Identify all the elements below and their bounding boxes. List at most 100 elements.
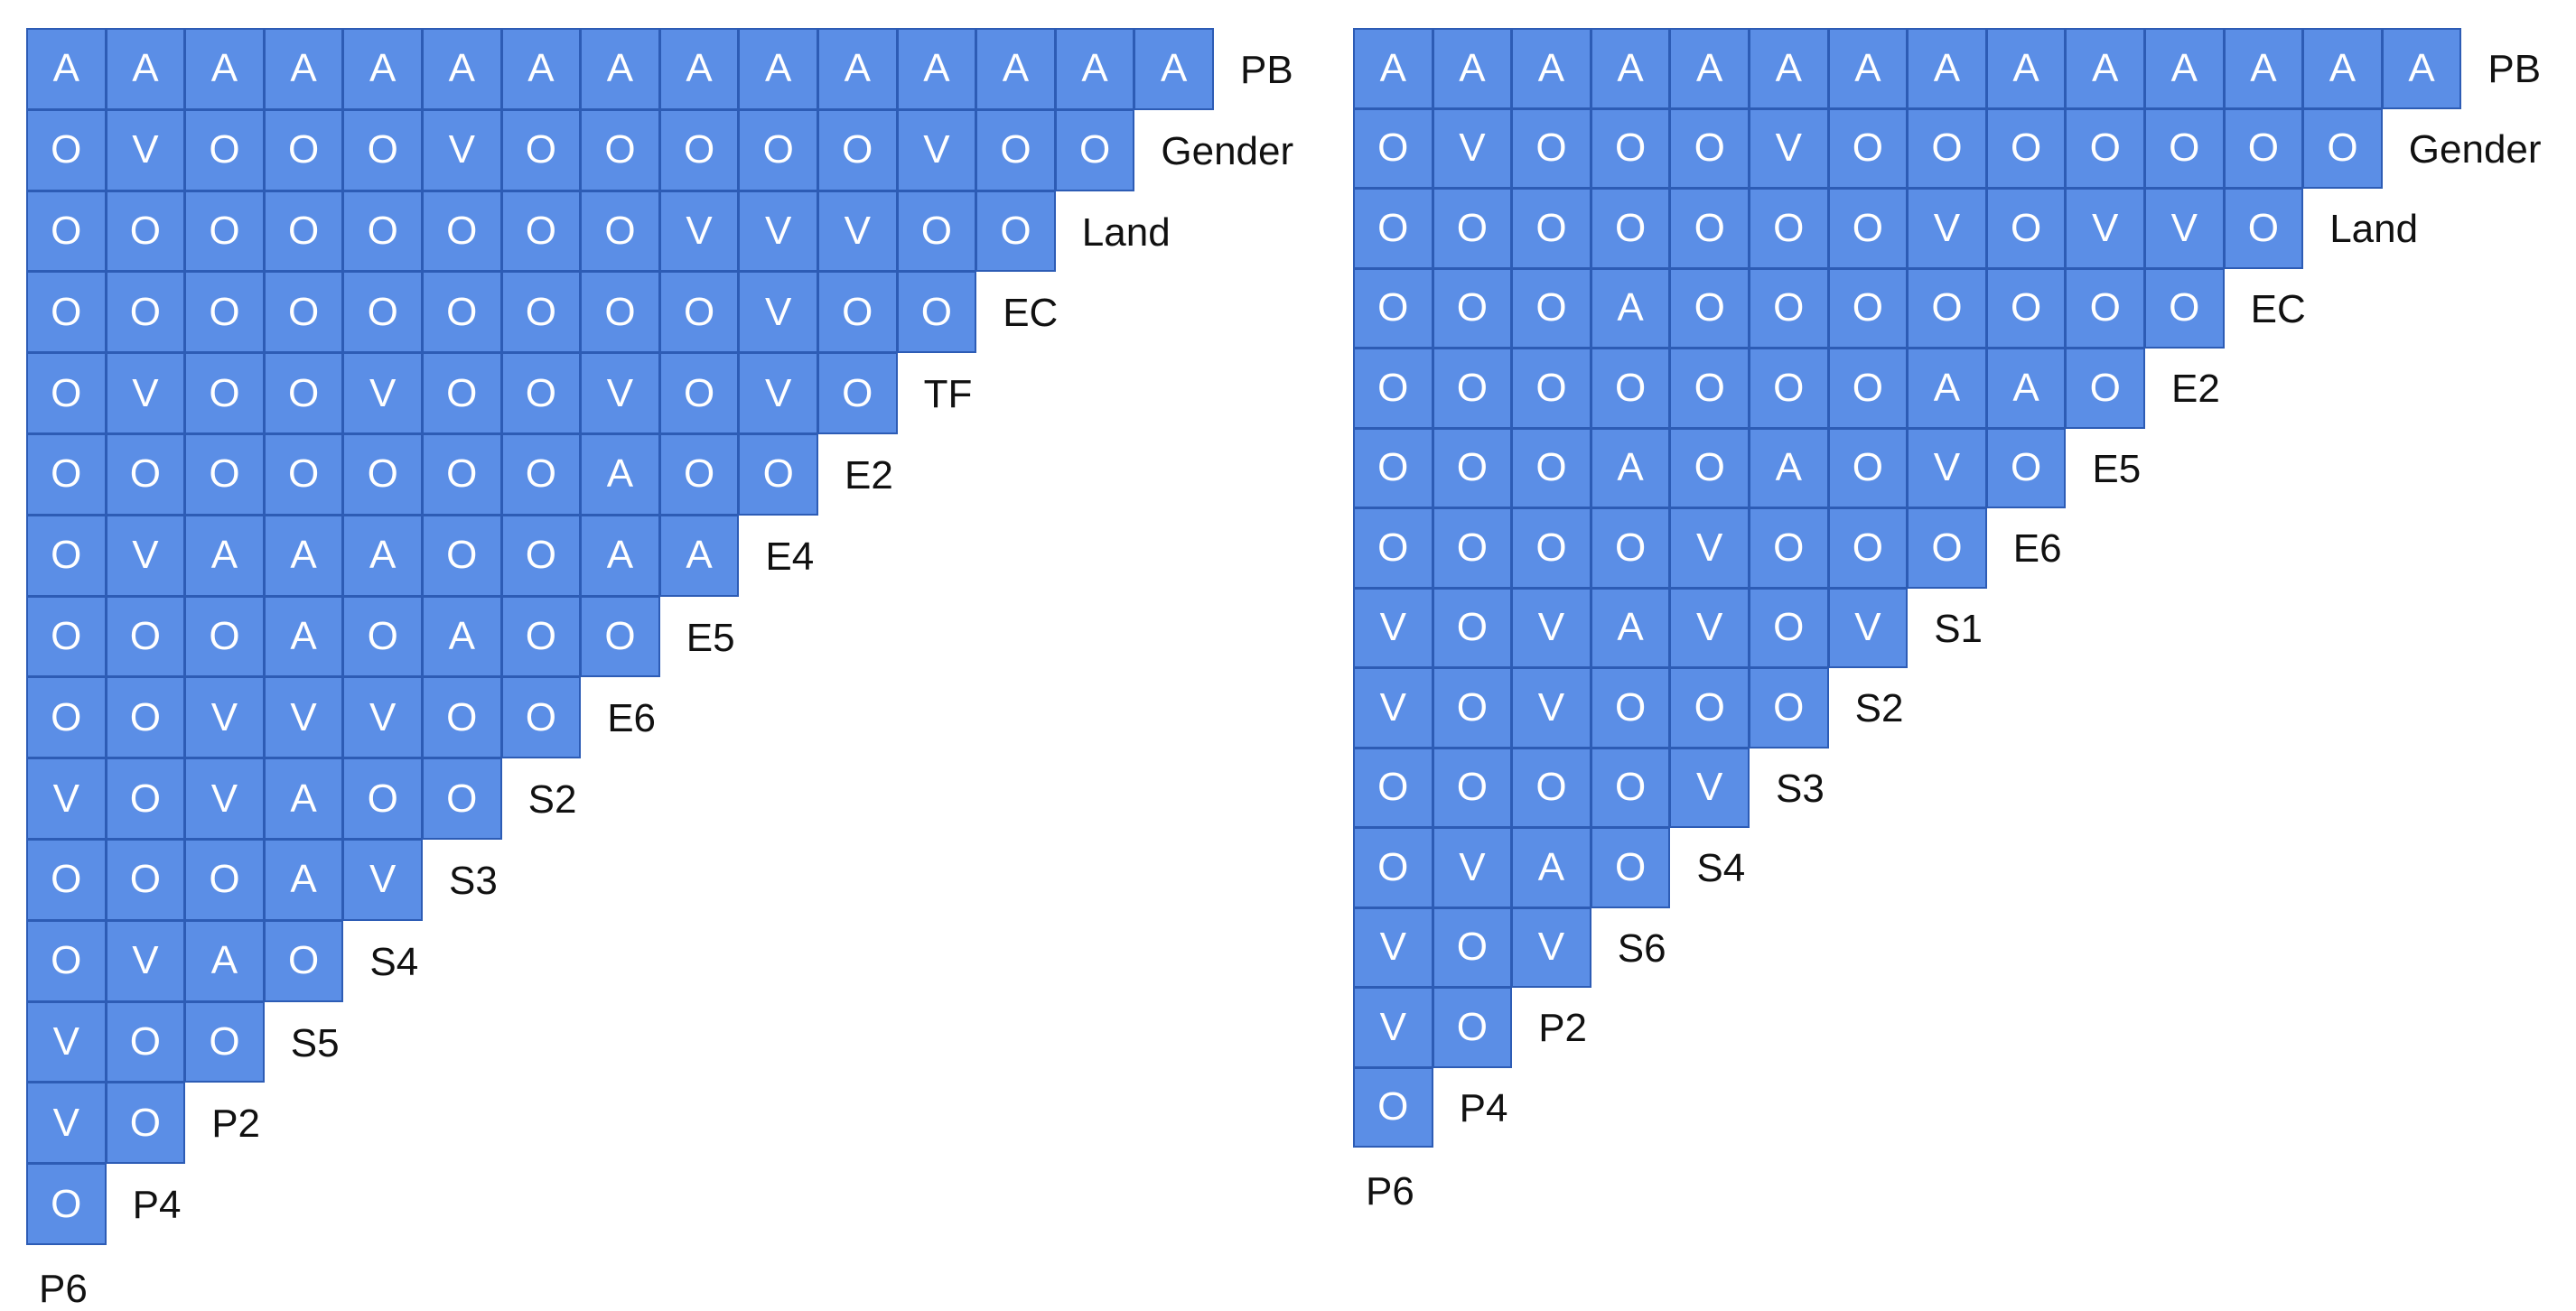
matrix-cell: O [817, 271, 898, 354]
row-label: E5 [686, 615, 735, 660]
matrix-cell: A [1134, 28, 1214, 110]
matrix-cell: A [263, 758, 344, 840]
matrix-cell: O [184, 433, 265, 516]
matrix-cell: A [422, 595, 502, 678]
matrix-cell: V [1907, 188, 1987, 269]
matrix-cell: O [422, 433, 502, 516]
row-label: Gender [1161, 128, 1294, 173]
matrix-cell: A [26, 28, 107, 110]
row-label: E6 [607, 696, 657, 741]
matrix-cell: O [2223, 107, 2304, 189]
matrix-cell: O [1590, 107, 1671, 189]
matrix-cell: O [1827, 267, 1909, 349]
matrix-cell: O [1985, 267, 2067, 349]
matrix-cell: O [500, 595, 582, 678]
matrix-cell: V [1907, 427, 1987, 508]
matrix-cell: O [26, 433, 107, 516]
matrix-cell: O [342, 108, 423, 191]
matrix-cell: O [1353, 267, 1433, 349]
matrix-cell: A [1590, 267, 1671, 349]
matrix-cell: A [1985, 28, 2067, 109]
matrix-cell: O [1432, 587, 1513, 668]
matrix-cell: O [1353, 1066, 1433, 1148]
matrix-cell: O [1432, 907, 1513, 988]
matrix-cell: A [184, 919, 265, 1002]
matrix-cell: O [1669, 188, 1750, 269]
matrix-cell: O [658, 352, 740, 434]
matrix-cell: O [580, 108, 660, 191]
matrix-cell: V [105, 352, 186, 434]
matrix-cell: O [1590, 827, 1671, 908]
row-label: P2 [1538, 1006, 1588, 1051]
matrix-cell: O [1432, 267, 1513, 349]
matrix-cell: O [263, 271, 344, 354]
matrix-cell: O [1511, 747, 1591, 828]
matrix-cell: V [738, 352, 818, 434]
matrix-cell: V [422, 108, 502, 191]
matrix-cell: O [1590, 747, 1671, 828]
row-label: Land [1081, 209, 1171, 255]
row-label: E6 [2012, 526, 2062, 572]
matrix-cell: O [263, 919, 344, 1002]
matrix-cell: O [184, 352, 265, 434]
matrix-cell: A [2065, 28, 2145, 109]
matrix-cell: O [1827, 427, 1909, 508]
row-label: P4 [1459, 1085, 1508, 1130]
matrix-cell: V [896, 108, 977, 191]
matrix-cell: O [1511, 507, 1591, 589]
row-label: S3 [1776, 766, 1825, 811]
matrix-cell: A [184, 514, 265, 597]
matrix-cell: O [658, 433, 740, 516]
matrix-cell: O [1749, 667, 1829, 748]
row-label: PB [2487, 47, 2542, 92]
matrix-cell: O [1353, 188, 1433, 269]
matrix-cell: O [105, 271, 186, 354]
matrix-cell: V [738, 271, 818, 354]
matrix-cell: V [26, 758, 107, 840]
matrix-cell: V [817, 190, 898, 273]
matrix-cell: O [1669, 348, 1750, 429]
matrix-cell: V [342, 352, 423, 434]
matrix-cell: A [1511, 827, 1591, 908]
matrix-cell: V [342, 839, 423, 921]
matrix-cell: O [26, 919, 107, 1002]
row-label: S5 [290, 1020, 340, 1065]
bottom-label: P6 [39, 1267, 88, 1311]
matrix-cell: V [1432, 827, 1513, 908]
matrix-cell: O [1590, 348, 1671, 429]
matrix-cell: O [2302, 107, 2383, 189]
matrix-cell: A [1749, 28, 1829, 109]
matrix-cell: A [580, 433, 660, 516]
matrix-cell: O [1432, 507, 1513, 589]
matrix-cell: O [2144, 267, 2225, 349]
matrix-cell: O [422, 514, 502, 597]
row-label: EC [1003, 291, 1059, 336]
matrix-cell: O [263, 108, 344, 191]
matrix-cell: V [1511, 587, 1591, 668]
matrix-cell: O [105, 676, 186, 759]
matrix-cell: O [2144, 107, 2225, 189]
matrix-cell: O [105, 595, 186, 678]
row-label: S3 [449, 858, 498, 903]
matrix-cell: O [184, 108, 265, 191]
matrix-cell: O [1353, 827, 1433, 908]
matrix-cell: O [580, 190, 660, 273]
matrix-cell: O [2065, 107, 2145, 189]
matrix-cell: O [1827, 348, 1909, 429]
matrix-cell: A [263, 595, 344, 678]
matrix-cell: O [342, 190, 423, 273]
matrix-cell: O [105, 1082, 186, 1165]
row-label: S1 [1934, 606, 1983, 651]
matrix-cell: O [342, 433, 423, 516]
matrix-cell: A [263, 839, 344, 921]
matrix-cell: O [1985, 427, 2067, 508]
matrix-cell: A [580, 514, 660, 597]
matrix-cell: A [1590, 28, 1671, 109]
matrix-cell: O [1432, 188, 1513, 269]
matrix-cell: A [105, 28, 186, 110]
matrix-cell: O [26, 839, 107, 921]
matrix-cell: O [658, 108, 740, 191]
row-label: E2 [2171, 367, 2220, 412]
matrix-cell: V [738, 190, 818, 273]
matrix-cell: A [2302, 28, 2383, 109]
